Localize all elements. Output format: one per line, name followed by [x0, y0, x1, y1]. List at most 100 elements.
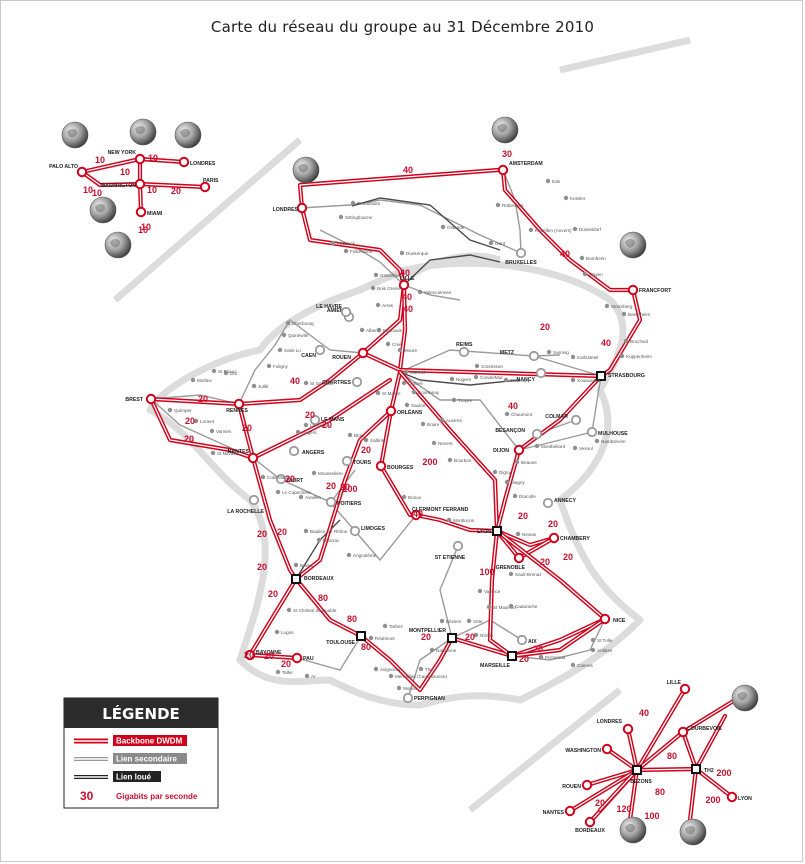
town-dot — [528, 227, 534, 233]
backbone-link-core — [252, 379, 391, 459]
town-label: Brives — [300, 563, 313, 568]
node-label: ST ETIENNE — [435, 555, 466, 561]
node-label: BOURGES — [387, 465, 414, 471]
capacity-label: 20 — [285, 474, 295, 484]
legend-title: LÉGENDE — [102, 704, 180, 723]
backbone-node — [679, 683, 691, 695]
node-label: LIMOGES — [361, 526, 385, 532]
secondary-link — [533, 355, 602, 377]
capacity-label: 20 — [548, 519, 558, 529]
legend-header — [64, 698, 218, 728]
town-dot — [429, 647, 435, 653]
capacity-label: 10 — [95, 155, 105, 165]
town-dot — [363, 437, 369, 443]
backbone-link-core — [249, 578, 297, 656]
town-label: Lorient — [200, 419, 215, 424]
capacity-label: 20 — [305, 410, 315, 420]
globe-continent — [135, 125, 146, 135]
backbone-link-core — [636, 688, 686, 771]
capacity-label: 40 — [290, 376, 300, 386]
town-label: Juillé — [258, 384, 269, 389]
backbone-link-core — [380, 465, 411, 516]
backbone-node — [134, 178, 146, 190]
town-dot — [545, 178, 551, 184]
secondary-node — [528, 350, 540, 362]
legend: LÉGENDE Backbone DWDM Lien secondaire Li… — [63, 697, 219, 809]
town-label: Béziers — [446, 619, 462, 624]
capacity-label: 200 — [422, 457, 437, 467]
town-dot — [621, 311, 627, 317]
node-label: NIORT — [287, 478, 304, 484]
town-dot — [370, 285, 376, 291]
node-label: LA ROCHELLE — [227, 509, 264, 515]
town-label: Saint Lo — [284, 348, 301, 353]
secondary-link — [354, 514, 417, 562]
backbone-node — [513, 552, 525, 564]
town-dot — [303, 422, 309, 428]
globe-continent — [67, 128, 78, 138]
town-dot — [167, 407, 173, 413]
town-dot — [223, 370, 229, 376]
node-label: NEW YORK — [108, 150, 137, 156]
town-dot — [582, 271, 588, 277]
backbone-node — [199, 181, 211, 193]
node-label: LILLE — [667, 680, 682, 686]
capacity-label: 20 — [540, 557, 550, 567]
backbone-link-core — [489, 530, 513, 657]
town-label: Nambsheim — [601, 439, 626, 444]
town-label: Angers — [302, 430, 317, 435]
town-dot — [474, 363, 480, 369]
backbone-node — [375, 460, 387, 472]
globe-continent — [625, 823, 636, 833]
capacity-label: 20 — [421, 632, 431, 642]
town-dot — [295, 429, 301, 435]
capacity-label: 20 — [257, 529, 267, 539]
town-label: Ostende — [447, 225, 465, 230]
town-dot — [277, 347, 283, 353]
node-label: LONDRES — [190, 161, 216, 167]
town-label: Gent — [495, 241, 506, 246]
town-label: Dol — [230, 371, 237, 376]
capacity-label: 10 — [120, 167, 130, 177]
node-label: CHARTRES — [322, 380, 351, 386]
backbone-node — [726, 791, 738, 803]
secondary-node — [248, 494, 260, 506]
secondary-node — [351, 376, 363, 388]
town-dot — [570, 377, 576, 383]
town-dot — [473, 374, 479, 380]
town-label: St Martin — [382, 391, 401, 396]
capacity-label: 80 — [361, 642, 371, 652]
node-label: GRENOBLE — [496, 565, 526, 571]
globe-continent — [95, 203, 106, 213]
backbone-link-core — [629, 769, 638, 821]
backbone-node — [513, 444, 525, 456]
backbone-link-core — [399, 371, 498, 532]
secondary-link — [518, 375, 602, 451]
backbone-link-core — [238, 403, 254, 459]
secondary-link — [511, 618, 606, 661]
node-label: PALO ALTO — [49, 164, 78, 170]
capacity-label: 20 — [322, 420, 332, 430]
secondary-node — [288, 445, 300, 457]
town-dot — [538, 654, 544, 660]
town-label: Tarbes — [389, 624, 403, 629]
town-label: Beaune — [521, 460, 537, 465]
secondary-node — [349, 525, 361, 537]
town-dot — [417, 289, 423, 295]
backbone-node — [601, 743, 613, 755]
capacity-label: 20 — [340, 482, 350, 492]
node-label: REIMS — [456, 342, 473, 348]
town-label: Mersaillas (Carcassonne) — [395, 674, 448, 679]
backbone-link-core — [636, 768, 697, 771]
hub-node — [447, 633, 457, 643]
town-dot — [604, 303, 610, 309]
backbone-link-core — [295, 410, 392, 580]
backbone-link-core — [249, 654, 298, 659]
backbone-link-core — [360, 635, 453, 691]
map-title: Carte du réseau du groupe au 31 Décembre… — [210, 18, 595, 36]
town-dot — [447, 457, 453, 463]
town-dot — [515, 531, 521, 537]
backbone-link-core — [238, 352, 364, 405]
legend-leased-label: Lien loué — [116, 773, 152, 782]
town-dot — [396, 685, 402, 691]
